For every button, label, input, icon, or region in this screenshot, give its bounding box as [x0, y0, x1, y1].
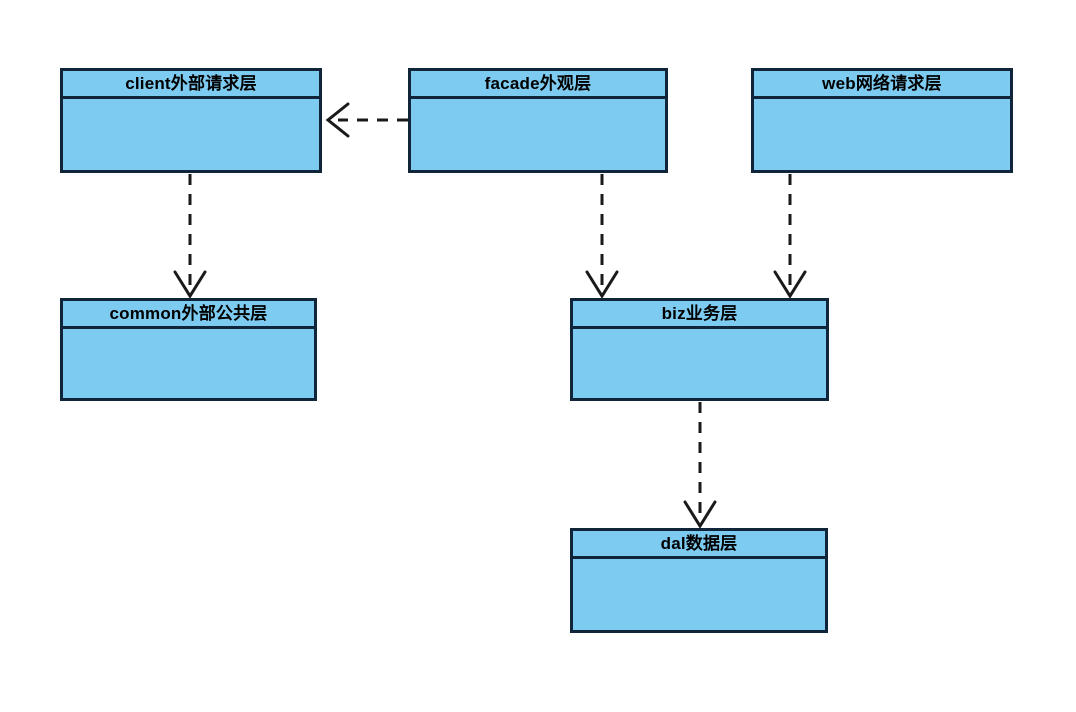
- node-facade-label: facade外观层: [484, 74, 592, 93]
- node-client-body: [63, 99, 319, 170]
- node-client-header: client外部请求层: [63, 71, 319, 99]
- arrowhead-open-v: [585, 270, 619, 299]
- node-dal-label: dal数据层: [660, 534, 738, 553]
- node-biz-header: biz业务层: [573, 301, 826, 329]
- edge-client-to-common: [173, 174, 207, 299]
- node-biz[interactable]: biz业务层: [570, 298, 829, 401]
- node-client[interactable]: client外部请求层: [60, 68, 322, 173]
- arrowhead-open-v: [773, 270, 807, 299]
- node-facade-body: [411, 99, 665, 170]
- node-client-label: client外部请求层: [125, 74, 257, 93]
- node-facade-header: facade外观层: [411, 71, 665, 99]
- node-web[interactable]: web网络请求层: [751, 68, 1013, 173]
- node-biz-label: biz业务层: [661, 304, 738, 323]
- node-web-label: web网络请求层: [822, 74, 942, 93]
- edge-biz-to-dal: [683, 402, 717, 529]
- node-common-label: common外部公共层: [109, 304, 268, 323]
- arrowhead-open-v: [173, 270, 207, 299]
- node-web-body: [754, 99, 1010, 170]
- node-common-body: [63, 329, 314, 398]
- node-biz-body: [573, 329, 826, 398]
- node-common-header: common外部公共层: [63, 301, 314, 329]
- arrowhead-open-v: [683, 500, 717, 529]
- node-common[interactable]: common外部公共层: [60, 298, 317, 401]
- edge-facade-to-client: [325, 102, 408, 138]
- arrowhead-open-v: [325, 102, 350, 138]
- node-web-header: web网络请求层: [754, 71, 1010, 99]
- edge-web-to-biz: [773, 174, 807, 299]
- node-dal-body: [573, 559, 825, 630]
- edge-facade-to-biz: [585, 174, 619, 299]
- node-dal-header: dal数据层: [573, 531, 825, 559]
- node-facade[interactable]: facade外观层: [408, 68, 668, 173]
- node-dal[interactable]: dal数据层: [570, 528, 828, 633]
